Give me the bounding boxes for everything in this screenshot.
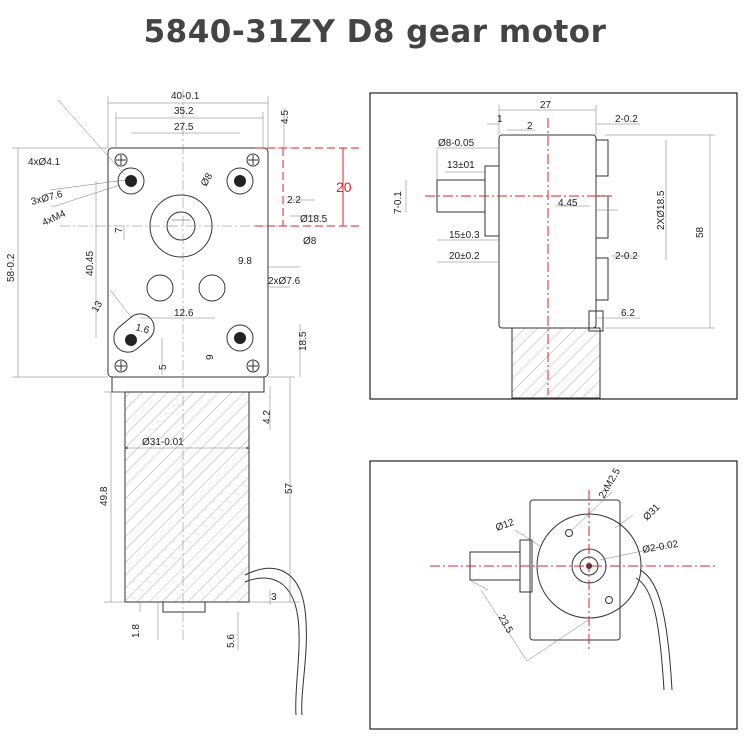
page-title: 5840-31ZY D8 gear motor <box>143 14 607 50</box>
dim-height-58: 58-0.2 <box>6 253 17 282</box>
dim-width-40: 40-0.1 <box>171 91 200 102</box>
lower-hole-right <box>198 274 226 302</box>
dim-12-6: 12.6 <box>174 308 194 319</box>
shaft-dia: Ø8 <box>303 236 317 247</box>
motor-dia: Ø31-0.01 <box>142 437 184 448</box>
dim-40-45: 40.45 <box>85 251 96 276</box>
side-view: 27 1 2 2-0.2 Ø8-0.05 13±01 7-0.1 4.45 2X… <box>369 92 738 400</box>
side-dim-27: 27 <box>540 100 552 111</box>
side-dim-13: 13±01 <box>447 160 475 171</box>
side-dim-7: 7-0.1 <box>393 191 404 214</box>
hole-label-3x: 3xØ7.6 <box>30 189 64 208</box>
side-dim-4-45: 4.45 <box>558 198 578 209</box>
dim-1-8: 1.8 <box>131 624 142 638</box>
bottom-gearbox <box>529 499 621 641</box>
dim-5-6: 5.6 <box>226 634 237 648</box>
dim-9-8: 9.8 <box>238 256 252 267</box>
dim-4-5: 4.5 <box>280 110 291 124</box>
dim-width-35: 35.2 <box>174 106 194 117</box>
side-dim-2: 2 <box>527 121 533 132</box>
dim-2-2: 2.2 <box>287 195 301 206</box>
side-dim-58: 58 <box>695 226 706 238</box>
hole-label-4x: 4xØ4.1 <box>28 157 61 168</box>
dim-3: 3 <box>271 592 277 603</box>
dim-9: 9 <box>205 354 216 360</box>
side-motor <box>511 327 601 399</box>
shaft-dia-top: Ø8 <box>199 171 215 188</box>
slot-hole <box>113 313 155 353</box>
lower-holes-label: 2xØ7.6 <box>268 276 301 287</box>
front-view: 40-0.1 35.2 27.5 4.5 4xØ4.1 3xØ7.6 4xM4 … <box>6 90 360 716</box>
boss-dia: Ø18.5 <box>300 214 328 225</box>
bottom-view-frame <box>369 460 738 730</box>
screw-icon <box>114 153 260 373</box>
shaft-flat: 7 <box>114 227 125 233</box>
side-dim-20: 20±0.2 <box>449 251 480 262</box>
dim-18-5: 18.5 <box>298 331 309 351</box>
dim-5: 5 <box>158 364 169 370</box>
side-dim-6-2: 6.2 <box>621 308 635 319</box>
side-dim-2-0-2-mid: 2-0.2 <box>615 251 638 262</box>
bottom-view: 2xM2.5 Ø31 Ø12 Ø2-0.02 23.5 <box>369 460 738 730</box>
highlight-dim-20: 20 <box>336 179 352 195</box>
motor-length: 49.8 <box>99 486 110 506</box>
side-dim-2-0-2-top: 2-0.2 <box>615 114 638 125</box>
dim-57: 57 <box>284 482 295 494</box>
side-dim-15: 15±0.3 <box>449 230 480 241</box>
bottom-cable <box>639 569 673 691</box>
side-dim-18-5: 2XØ18.5 <box>656 190 667 230</box>
cable-line <box>244 567 307 716</box>
dim-width-27: 27.5 <box>174 122 194 133</box>
side-shaft-dia: Ø8-0.05 <box>438 138 475 149</box>
dim-4-2: 4.2 <box>262 410 273 424</box>
side-dim-1: 1 <box>497 114 503 125</box>
slot-dim-13: 13 <box>90 299 105 315</box>
mounting-hole-icon <box>117 167 254 352</box>
lower-hole-left <box>146 274 174 302</box>
slot-dim-1-6: 1.6 <box>134 322 151 336</box>
motor-body <box>124 391 250 603</box>
hole-label-m4: 4xM4 <box>41 208 68 228</box>
